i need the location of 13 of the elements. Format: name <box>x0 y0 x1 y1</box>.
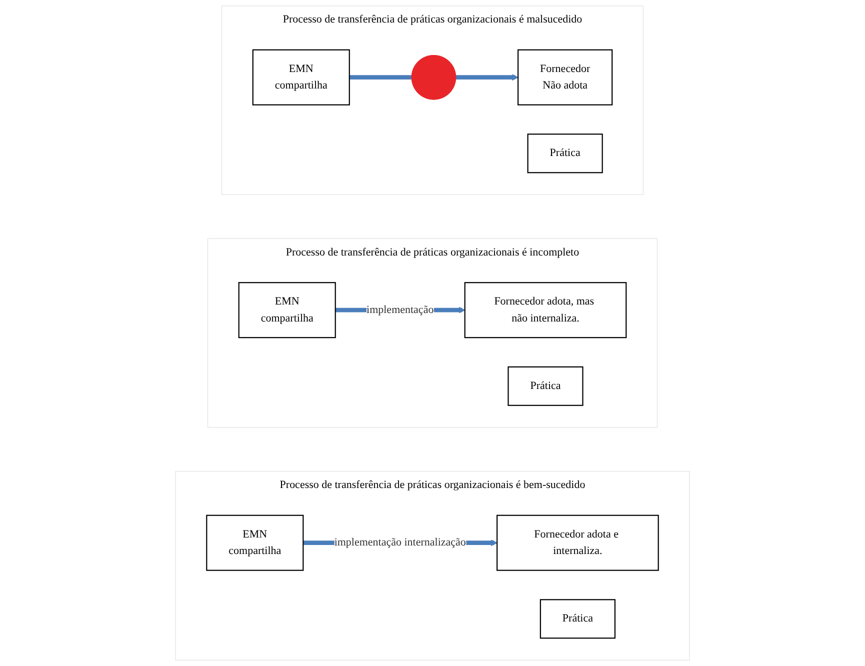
node-box: Fornecedor Não adota <box>518 49 613 106</box>
node-box: EMN compartilha <box>206 514 304 571</box>
edge-label: implementação internalização <box>334 536 466 549</box>
edge-label: implementação <box>366 304 434 316</box>
node-box: Prática <box>508 366 584 406</box>
node-box: Fornecedor adota, mas não internaliza. <box>464 282 627 338</box>
connector <box>349 75 412 80</box>
arrow <box>456 74 518 81</box>
node-box: Prática <box>527 134 603 174</box>
node-box: EMN compartilha <box>238 282 336 338</box>
node-box: Fornecedor adota e internaliza. <box>496 514 659 571</box>
node-box: EMN compartilha <box>252 49 350 106</box>
node-box: Prática <box>540 599 616 639</box>
